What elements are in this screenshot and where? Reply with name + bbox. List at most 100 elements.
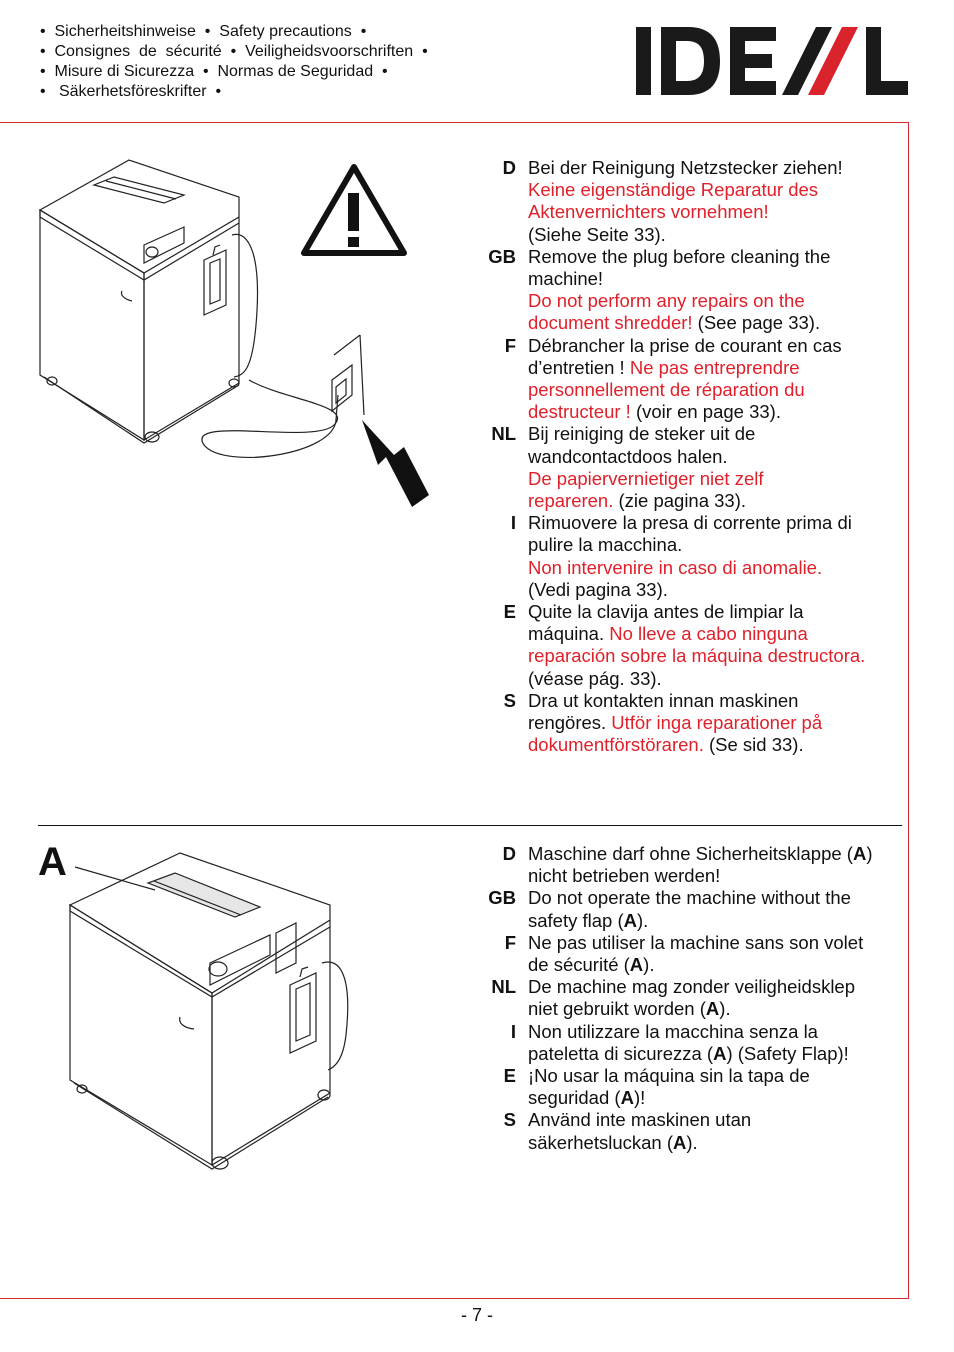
- text-line: nicht betrieben werden!: [528, 865, 905, 887]
- text-line: Do not operate the machine without the: [528, 887, 905, 909]
- page-number: - 7 -: [460, 1305, 493, 1325]
- language-code: E: [503, 1065, 516, 1087]
- shredder-unplug-illustration: [38, 159, 429, 507]
- text-line: Aktenvernichters vornehmen!: [528, 201, 905, 223]
- language-code: I: [510, 512, 516, 534]
- plain-text: Dra ut kontakten innan maskinen: [528, 689, 799, 711]
- warning-text: document shredder!: [528, 312, 693, 334]
- frame-top-rule: [0, 122, 909, 123]
- text-line: ¡No usar la máquina sin la tapa de: [528, 1065, 905, 1087]
- text-line: Non utilizzare la macchina senza la: [528, 1021, 905, 1043]
- plain-text: ¡No usar la máquina sin la tapa de: [528, 1065, 810, 1087]
- warning-text: Aktenvernichters vornehmen!: [528, 201, 769, 223]
- warning-text: repareren.: [528, 490, 614, 512]
- plain-text: (See page 33).: [692, 312, 821, 334]
- text-line: Rimuovere la presa di corrente prima di: [528, 512, 905, 534]
- plain-text: Remove the plug before cleaning the: [528, 245, 831, 267]
- warning-text: Utför inga reparationer på: [611, 712, 823, 734]
- flap-reference: A: [713, 1042, 727, 1064]
- text-line: De papiervernietiger niet zelf: [528, 468, 905, 490]
- flap-reference: A: [705, 998, 720, 1020]
- plain-text: Använd inte maskinen utan: [528, 1109, 752, 1131]
- plain-text: pateletta di sicurezza (: [528, 1042, 714, 1064]
- ideal-logo: [636, 27, 908, 95]
- text-line: Non intervenire in caso di anomalie.: [528, 557, 905, 579]
- instruction-text: Bei der Reinigung Netzstecker ziehen!Kei…: [516, 157, 905, 246]
- text-line: rengöres. Utför inga reparationer på: [528, 712, 905, 734]
- plain-text: máquina.: [528, 623, 610, 645]
- text-line: Do not perform any repairs on the: [528, 290, 905, 312]
- language-code: NL: [491, 976, 516, 998]
- plain-text: Bei der Reinigung Netzstecker ziehen!: [528, 157, 843, 178]
- plain-text: Do not operate the machine without the: [528, 887, 851, 909]
- figure-label-a: A: [38, 840, 67, 884]
- text-line: Använd inte maskinen utan: [528, 1109, 905, 1131]
- text-line: máquina. No lleve a cabo ninguna: [528, 623, 905, 645]
- text-line: seguridad (A)!: [528, 1087, 905, 1109]
- language-code: NL: [491, 423, 516, 445]
- plain-text: (zie pagina 33).: [613, 490, 747, 512]
- text-line: safety flap (A).: [528, 910, 905, 932]
- language-code: F: [504, 334, 516, 356]
- language-code: S: [503, 689, 516, 711]
- flap-reference: A: [623, 909, 638, 931]
- language-code: I: [510, 1020, 516, 1042]
- text-line: destructeur ! (voir en page 33).: [528, 401, 905, 423]
- instruction-text: Maschine darf ohne Sicherheitsklappe (A)…: [516, 843, 905, 887]
- plain-text: Débrancher la prise de courant en cas: [528, 334, 842, 356]
- plain-text: seguridad (: [528, 1087, 621, 1109]
- plain-text: ).: [719, 998, 731, 1020]
- header-line-1: • Sicherheitshinweise • Safety precautio…: [40, 23, 367, 40]
- plain-text: pulire la macchina.: [528, 534, 683, 556]
- text-line: Keine eigenständige Reparatur des: [528, 179, 905, 201]
- text-line: machine!: [528, 268, 905, 290]
- text-line: De machine mag zonder veiligheidsklep: [528, 976, 905, 998]
- plain-text: niet gebruikt worden (: [528, 998, 706, 1020]
- text-line: pulire la macchina.: [528, 534, 905, 556]
- plain-text: d’entretien !: [528, 356, 630, 378]
- language-code: E: [503, 601, 516, 623]
- warning-text: reparación sobre la máquina destructora.: [528, 645, 866, 667]
- text-line: document shredder! (See page 33).: [528, 312, 905, 334]
- plain-text: Non utilizzare la macchina senza la: [528, 1020, 818, 1042]
- plain-text: (Siehe Seite 33).: [528, 223, 666, 245]
- plain-text: De machine mag zonder veiligheidsklep: [528, 976, 856, 998]
- plain-text: (Vedi pagina 33).: [528, 578, 668, 600]
- language-code: S: [503, 1109, 516, 1131]
- warning-text: destructeur !: [528, 401, 631, 423]
- text-line: Débrancher la prise de courant en cas: [528, 335, 905, 357]
- plain-text: ).: [637, 909, 649, 931]
- text-line: reparación sobre la máquina destructora.: [528, 645, 905, 667]
- plain-text: Ne pas utiliser la machine sans son vole…: [528, 931, 864, 953]
- plain-text: (voir en page 33).: [630, 401, 781, 423]
- plain-text: säkerhetsluckan (: [528, 1131, 673, 1153]
- text-line: Ne pas utiliser la machine sans son vole…: [528, 932, 905, 954]
- plain-text: (Se sid 33).: [703, 734, 804, 756]
- plain-text: Rimuovere la presa di corrente prima di: [528, 512, 852, 534]
- plain-text: ) (Safety Flap)!: [726, 1042, 849, 1064]
- plain-text: Bij reiniging de steker uit de: [528, 423, 756, 445]
- language-code: GB: [488, 887, 516, 909]
- plain-text: rengöres.: [528, 712, 612, 734]
